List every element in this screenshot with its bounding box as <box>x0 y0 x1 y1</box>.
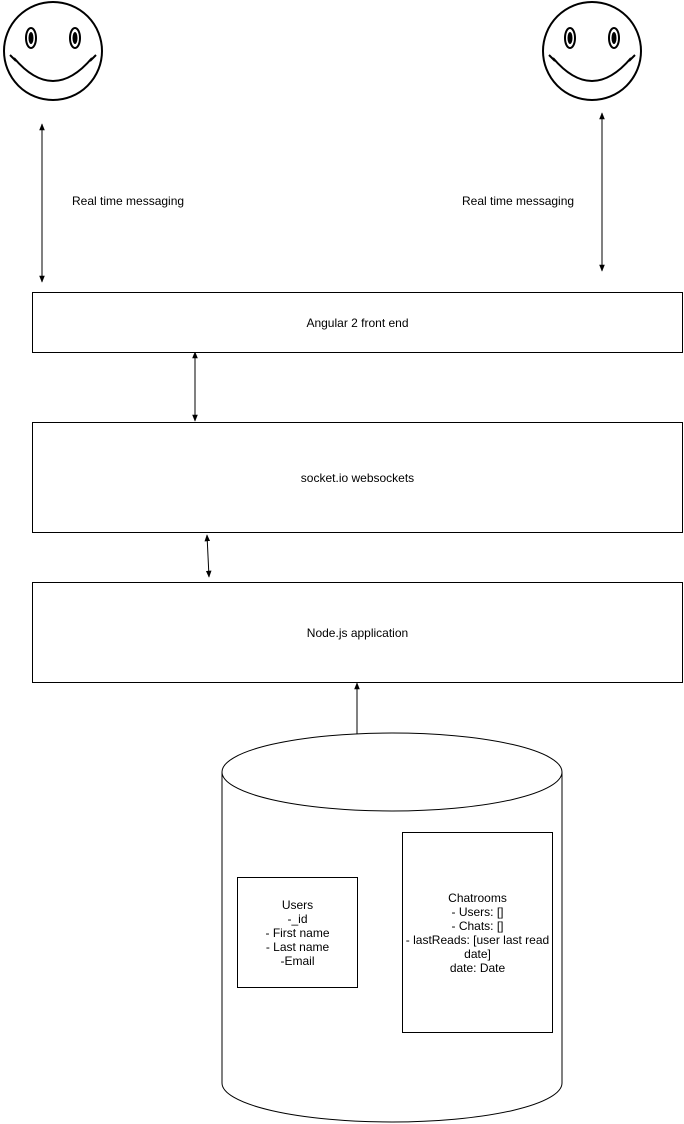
frontend-box: Angular 2 front end <box>32 292 683 353</box>
backend-box: Node.js application <box>32 582 683 683</box>
right-messaging-label: Real time messaging <box>462 194 575 208</box>
arrow-sockets-backend <box>204 534 212 578</box>
users-entity: Users -_id - First name - Last name -Ema… <box>237 877 358 988</box>
chatrooms-field-date: date: Date <box>449 960 506 975</box>
backend-label: Node.js application <box>306 625 409 640</box>
users-field-first-name: - First name <box>265 925 330 940</box>
sockets-box: socket.io websockets <box>32 422 683 533</box>
chatrooms-field-lastreads-cont: date] <box>464 946 491 961</box>
chatrooms-field-users: - Users: [] <box>451 904 504 919</box>
user-left-smiley-icon <box>3 1 103 101</box>
users-field-last-name: - Last name <box>265 939 330 954</box>
sockets-label: socket.io websockets <box>300 470 415 485</box>
chatrooms-field-chats: - Chats: [] <box>451 918 504 933</box>
users-field-email: -Email <box>280 953 315 968</box>
user-right-smiley-icon <box>542 1 642 101</box>
left-messaging-label: Real time messaging <box>72 194 185 208</box>
users-field-id: -_id <box>287 911 308 926</box>
frontend-label: Angular 2 front end <box>306 315 409 330</box>
chatrooms-entity: Chatrooms - Users: [] - Chats: [] - last… <box>402 832 553 1033</box>
chatrooms-field-lastreads: - lastReads: [user last read <box>405 932 550 947</box>
users-title: Users <box>281 897 314 912</box>
chatrooms-title: Chatrooms <box>448 890 507 905</box>
